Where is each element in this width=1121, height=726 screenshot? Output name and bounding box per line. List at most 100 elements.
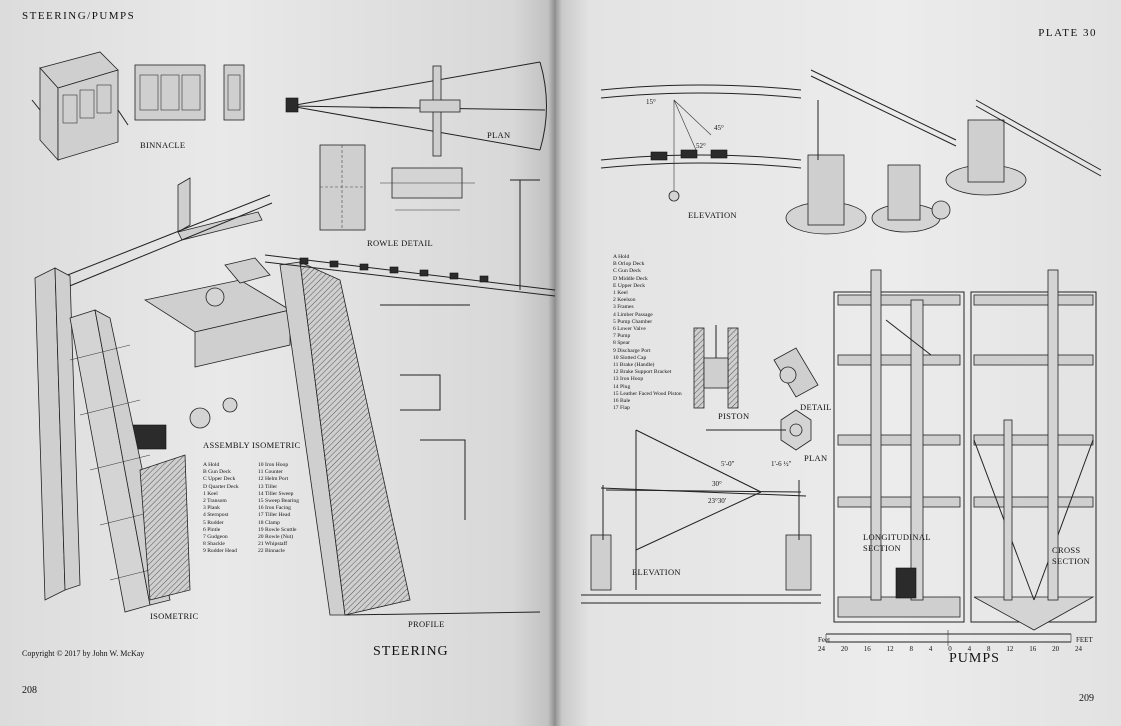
dim-b-label: 1'-6 ½" [771,460,792,468]
assembly-isometric-drawing [49,177,292,450]
right-page: PLATE 30 ELEVATION PISTON DETAIL PLAN EL… [556,0,1121,726]
legend-item: B Orlop Deck [613,261,645,268]
scale-tick: 16 [863,645,871,653]
legend-item: 16 Iron Facing [258,505,291,512]
steering-drawings [31,51,556,616]
legend-item: C Upper Deck [203,476,236,483]
pump-isometrics [785,69,1102,235]
cross-section-label: CROSS SECTION [1052,545,1090,566]
scale-ticks: 24 20 16 12 8 4 0 4 8 12 16 20 24 [818,645,1082,653]
pumps-legend: A Hold B Orlop Deck C Gun Deck D Middle … [613,254,682,412]
page-number-left: 208 [22,685,37,696]
binnacle-label: BINNACLE [140,140,186,150]
detail-label: DETAIL [800,402,832,412]
scale-tick: 8 [909,645,914,653]
legend-item: 10 Slotted Cap [613,354,647,361]
scale-tick: 12 [886,645,894,653]
legend-item: 17 Flap [613,405,630,412]
angle-c-label: 15° [646,98,656,106]
binnacle-drawing [31,51,129,162]
legend-item: 5 Pump Chamber [613,318,653,325]
legend-item: D Middle Deck [613,275,648,282]
brake-elevation-drawing [581,429,821,604]
pump-detail-drawing [706,347,819,451]
rowle-detail-label: ROWLE DETAIL [367,238,433,248]
copyright-notice: Copyright © 2017 by John W. McKay [22,649,145,658]
legend-item: 1 Keel [613,290,628,297]
legend-item: 4 Sternpost [203,512,229,519]
pumps-drawings [581,69,1102,646]
angle-a-label: 30° [712,480,722,488]
legend-item: 21 Whipstaff [258,541,288,548]
legend-item: 13 Iron Hoop [613,376,644,383]
scale-feet-left: Feet [818,636,831,644]
legend-item: 5 Rudder [203,519,224,526]
scale-tick: 20 [1052,645,1060,653]
legend-item: B Gun Deck [203,469,231,476]
angle-b-label: 23°30' [708,497,727,505]
legend-item: 20 Rowle (Nut) [258,534,294,541]
scale-tick: 12 [1006,645,1014,653]
dim-a-label: 5'-0" [721,460,735,468]
elevation-bottom-label: ELEVATION [632,567,681,577]
piston-drawing [693,325,739,409]
legend-item: C Gun Deck [613,268,641,275]
legend-item: 18 Clamp [258,519,280,526]
elevation-top-label: ELEVATION [688,210,737,220]
legend-item: 3 Plank [203,505,220,512]
legend-item: 19 Rowle Scuttle [258,526,297,533]
book-gutter [548,0,562,726]
scale-feet-right: FEET [1076,636,1093,644]
steering-legend-col1: A Hold B Gun Deck C Upper Deck D Quarter… [203,462,239,556]
binnacle-elevations [134,64,245,121]
legend-item: D Quarter Deck [203,483,239,490]
piston-label: PISTON [718,411,750,421]
scale-tick: 16 [1029,645,1037,653]
legend-item: 15 Sweep Bearing [258,498,300,505]
isometric-label: ISOMETRIC [150,611,199,621]
plan-label: PLAN [487,130,511,140]
legend-item: 22 Binnacle [258,548,285,555]
legend-item: 3 Frames [613,304,634,311]
plate-number: PLATE 30 [1038,27,1097,39]
legend-item: 9 Rudder Head [203,548,237,555]
legend-item: 10 Iron Hoop [258,462,289,468]
legend-item: 6 Lower Valve [613,326,646,333]
legend-item: E Upper Deck [613,282,645,289]
legend-item: 2 Keelson [613,297,636,304]
left-page: STEERING/PUMPS BINNACLE PLAN ROWLE DETAI… [0,0,556,726]
legend-item: 6 Pintle [203,526,221,533]
longitudinal-section-label: LONGITUDINAL SECTION [863,532,931,553]
legend-item: 8 Spear [613,340,630,347]
profile-label: PROFILE [408,619,445,629]
pumps-title: PUMPS [949,651,1000,666]
legend-item: A Hold [203,462,220,468]
isometric-rudder [34,267,191,613]
legend-item: 15 Leather Faced Wood Piston [613,390,682,397]
scale-tick: 4 [967,645,972,653]
tiller-plan [285,61,547,157]
legend-item: 7 Gudgeon [203,534,228,541]
cross-section-drawing [970,269,1097,631]
legend-item: 2 Transom [203,498,227,505]
legend-item: 7 Pump [613,333,631,340]
deck-elevation-drawing [600,84,802,202]
legend-item: 13 Tiller [258,483,278,490]
page-number-right: 209 [1079,693,1094,704]
legend-item: 11 Counter [258,469,283,476]
legend-item: 14 Tiller Sweep [258,490,294,497]
legend-item: 14 Plug [613,383,631,390]
scale-tick: 20 [840,645,848,653]
plan-label-right: PLAN [804,453,828,463]
legend-item: 1 Keel [203,490,218,497]
scale-tick: 24 [1075,645,1082,653]
legend-item: 11 Brake (Handle) [613,362,655,369]
scale-tick: 8 [987,645,991,653]
running-head: STEERING/PUMPS [22,10,136,22]
legend-item: 12 Brake Support Bracket [613,369,672,376]
scale-tick: 0 [948,645,952,653]
scale-tick: 4 [928,645,933,653]
legend-item: 12 Helm Port [258,476,289,483]
legend-item: A Hold [613,254,630,260]
